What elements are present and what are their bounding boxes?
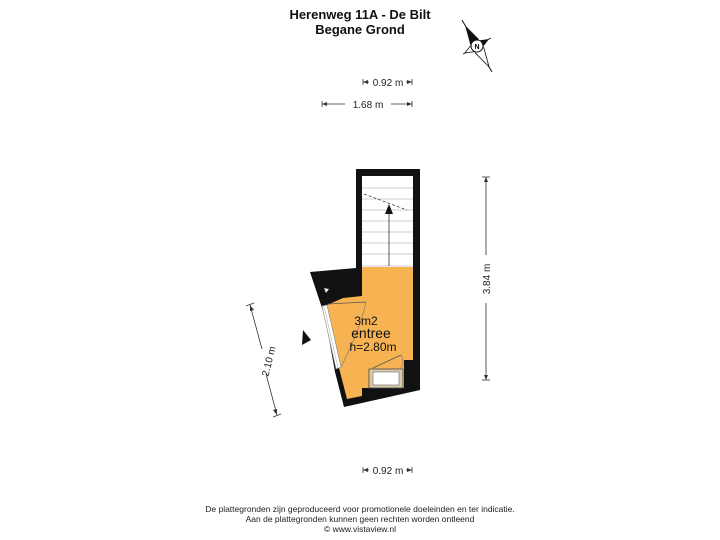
dimension-left-diagonal xyxy=(245,302,282,418)
corner-marker-icon xyxy=(323,287,330,294)
meter-cupboard-inner xyxy=(372,371,400,386)
compass-north-label: N xyxy=(474,44,479,51)
entrance-door xyxy=(321,301,367,370)
plan-title: Herenweg 11A - De Bilt xyxy=(289,7,431,22)
cupboard-door-swing xyxy=(400,354,404,369)
dimension-bottom-small-label: 0.92 m xyxy=(373,466,404,477)
dimension-right-height-label: 3.84 m xyxy=(482,264,493,295)
dimension-right-height xyxy=(482,176,490,381)
room-name-label: entree xyxy=(351,325,391,341)
entrance-arrow-icon xyxy=(302,330,311,345)
dimension-top-small-label: 0.92 m xyxy=(373,78,404,89)
disclaimer-line-1: De plattegronden zijn geproduceerd voor … xyxy=(205,504,515,514)
stair-treads xyxy=(362,187,413,267)
dimension-bottom-small xyxy=(362,467,413,473)
cupboard-door-leaf xyxy=(372,354,402,369)
room-area-label: 3m2 xyxy=(354,314,378,328)
dimension-top-small xyxy=(362,79,413,85)
entree-room-floor xyxy=(327,267,413,399)
staircase xyxy=(362,176,413,267)
dimension-top-wide xyxy=(321,101,413,107)
floor-subtitle: Begane Grond xyxy=(315,22,405,37)
disclaimer-line-2: Aan de plattegronden kunnen geen rechten… xyxy=(245,514,475,524)
stair-direction-arrow-icon xyxy=(385,204,393,214)
room-height-label: h=2.80m xyxy=(349,340,396,354)
copyright-line: © www.vistaview.nl xyxy=(324,524,396,534)
dimension-top-wide-label: 1.68 m xyxy=(353,100,384,111)
stair-cut-line xyxy=(363,193,408,211)
compass-icon: N xyxy=(461,19,493,73)
dimension-left-diagonal-label: 2.10 m xyxy=(261,345,279,377)
